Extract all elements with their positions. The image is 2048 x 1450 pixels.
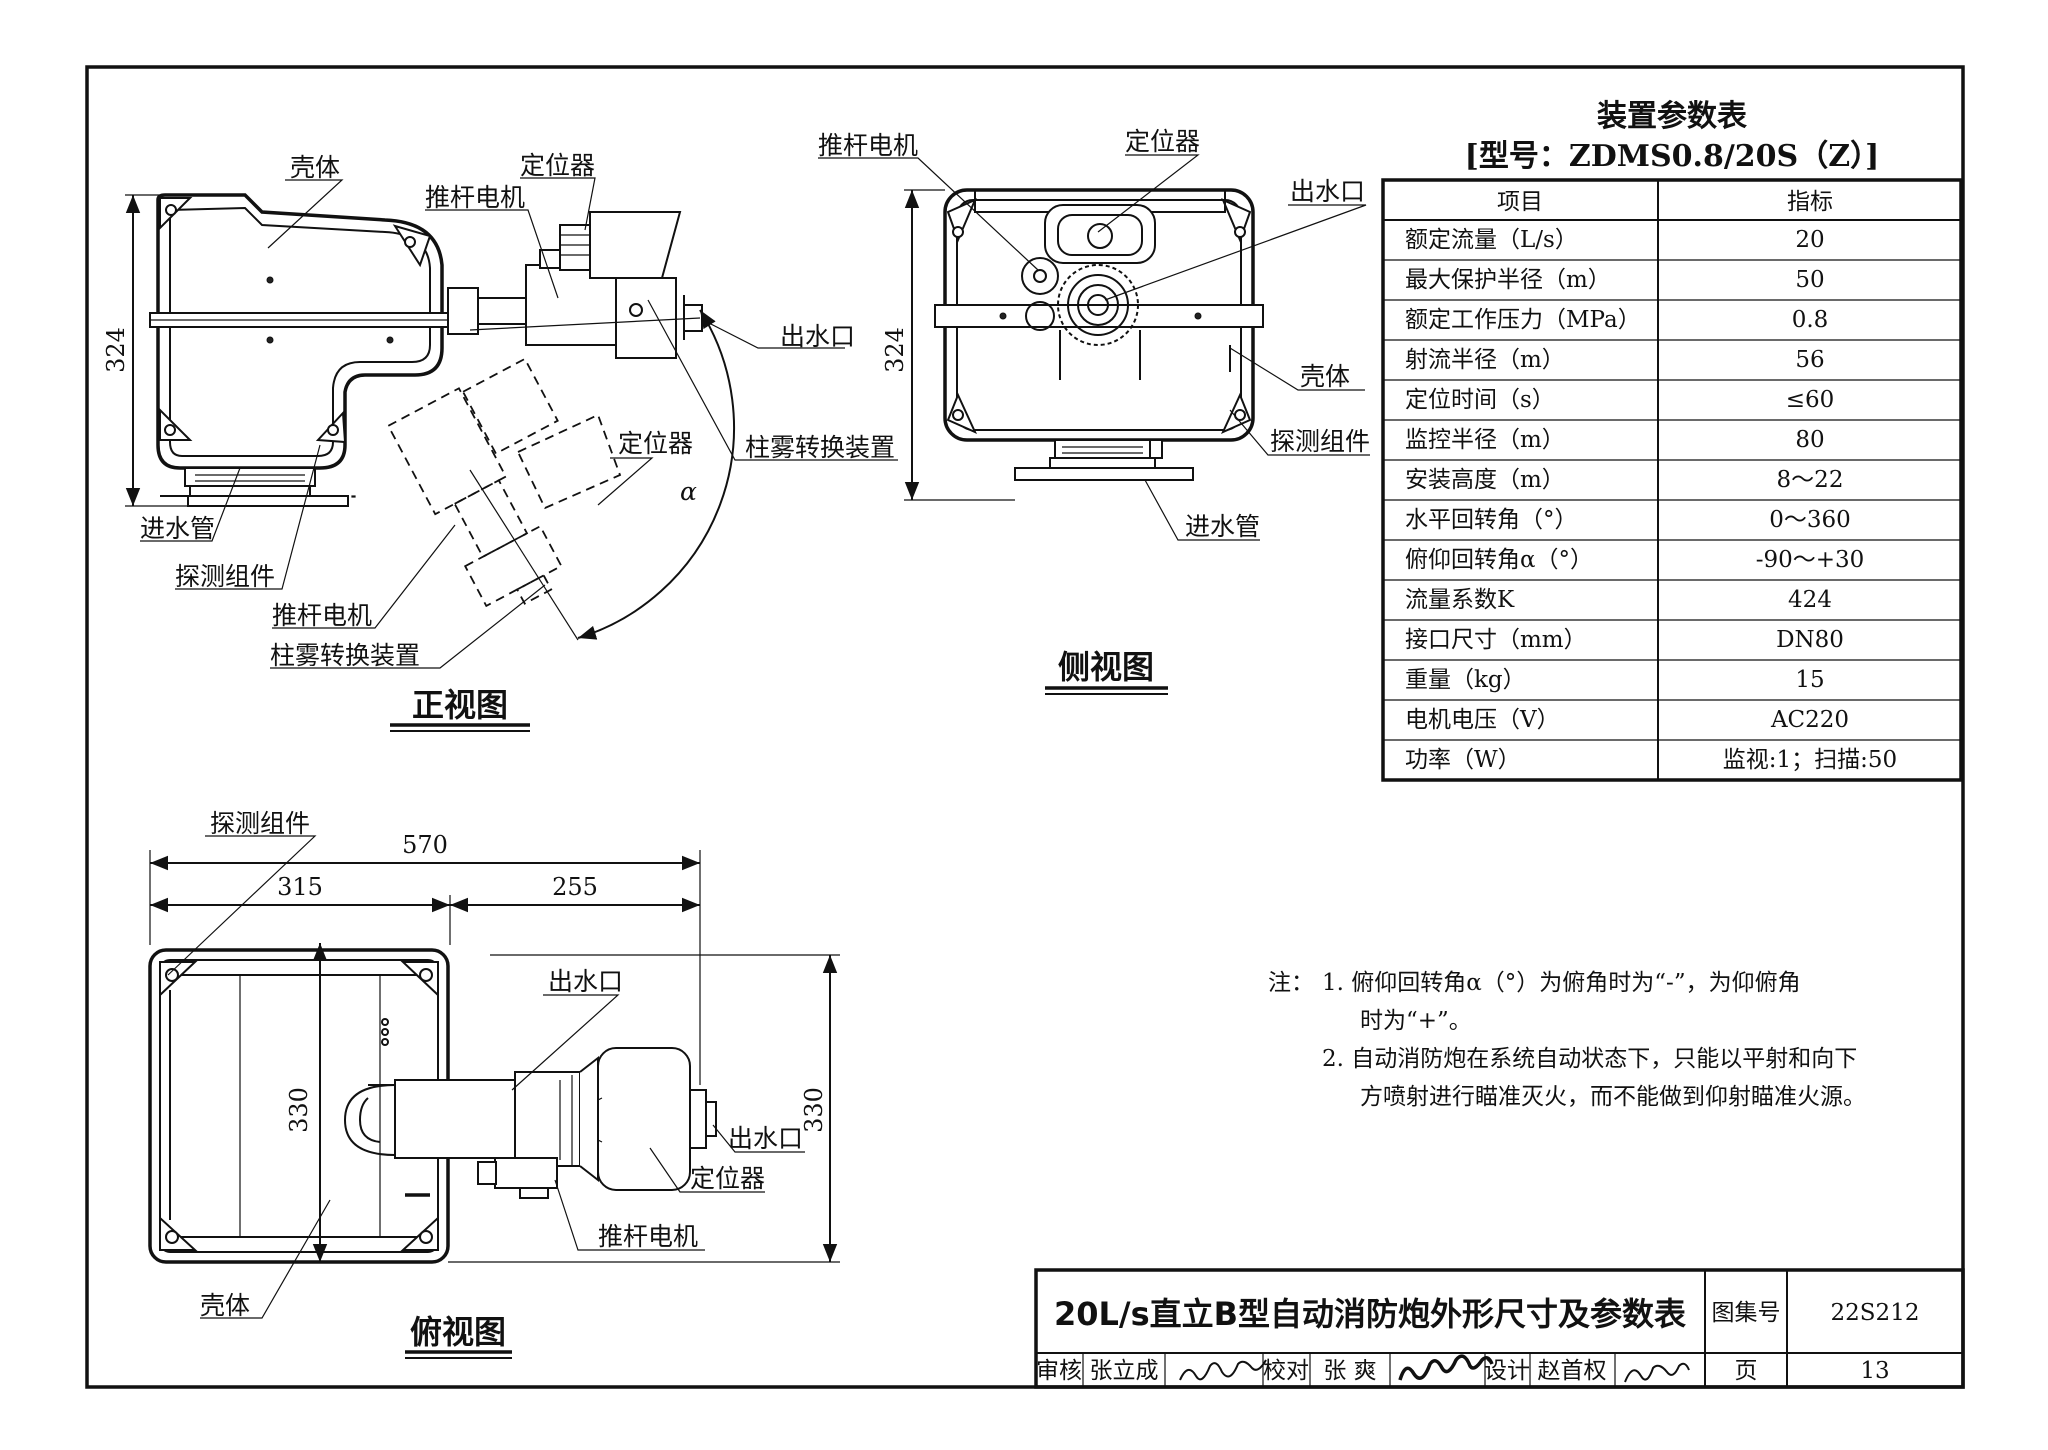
title-block-check-label: 校对 [1263, 1358, 1309, 1384]
top-dim-right: 255 [552, 873, 598, 901]
front-label-column-spray-bottom: 柱雾转换装置 [270, 641, 420, 670]
top-dim-total: 570 [402, 831, 448, 859]
param-row-item: 电机电压（V） [1405, 707, 1560, 733]
front-label-alpha: α [680, 477, 697, 506]
param-table-title: 装置参数表 [1597, 99, 1747, 134]
param-row-item: 定位时间（s） [1405, 387, 1555, 413]
param-row-value: 80 [1795, 427, 1824, 453]
title-block-page-label: 页 [1735, 1358, 1758, 1384]
side-label-positioner: 定位器 [1125, 127, 1200, 156]
title-block-atlas-no: 22S212 [1831, 1300, 1920, 1326]
param-row-item: 功率（W） [1405, 747, 1521, 773]
note-2-line-2: 方喷射进行瞄准灭火，而不能做到仰射瞄准火源。 [1360, 1084, 1866, 1110]
top-view-title: 俯视图 [410, 1313, 506, 1351]
front-label-column-spray-top: 柱雾转换装置 [745, 433, 895, 462]
front-dim-height: 324 [102, 327, 130, 373]
param-row-value: DN80 [1776, 627, 1844, 653]
param-row-value: 56 [1795, 347, 1824, 373]
sheet-frame [85, 65, 1965, 1389]
param-row-value: 20 [1795, 227, 1824, 253]
param-row-value: 50 [1795, 267, 1824, 293]
front-label-positioner-dashed: 定位器 [618, 429, 693, 458]
title-block-checker: 张 爽 [1323, 1358, 1376, 1384]
param-row-value: 15 [1795, 667, 1824, 693]
title-block-reviewer: 张立成 [1090, 1358, 1159, 1384]
top-label-detector: 探测组件 [210, 809, 310, 838]
top-view [148, 835, 840, 1359]
top-dim-depth-left: 330 [285, 1087, 313, 1133]
front-alpha-arc [577, 309, 736, 640]
top-label-outlet-upper: 出水口 [548, 967, 623, 996]
front-view-title: 正视图 [412, 686, 508, 724]
param-table-model: [型号：ZDMS0.8/20S（Z）] [1465, 139, 1880, 174]
title-block-design-label: 设计 [1484, 1358, 1530, 1384]
param-row-item: 俯仰回转角α（°） [1405, 547, 1593, 573]
title-block-atlas-label: 图集号 [1712, 1300, 1781, 1326]
param-row-value: 424 [1788, 587, 1832, 613]
param-row-item: 接口尺寸（mm） [1405, 627, 1587, 653]
title-block-designer: 赵首权 [1538, 1358, 1607, 1384]
front-shell-outline [156, 193, 444, 470]
param-row-value: 0～360 [1769, 507, 1851, 533]
param-table-header-item: 项目 [1497, 189, 1543, 215]
signature-reviewer [1179, 1359, 1267, 1381]
param-row-value: 监视:1；扫描:50 [1723, 747, 1897, 773]
side-label-push-motor: 推杆电机 [818, 131, 918, 160]
param-row-item: 额定流量（L/s） [1405, 227, 1578, 253]
note-2-line-1: 2. 自动消防炮在系统自动状态下，只能以平射和向下 [1322, 1046, 1857, 1072]
front-label-detector: 探测组件 [175, 562, 275, 591]
param-row-item: 最大保护半径（m） [1405, 267, 1611, 293]
note-1-line-2: 时为“+”。 [1360, 1008, 1472, 1034]
top-label-positioner: 定位器 [690, 1164, 765, 1193]
param-row-value: 0.8 [1792, 307, 1829, 333]
title-block-title: 20L/s直立B型自动消防炮外形尺寸及参数表 [1054, 1295, 1686, 1333]
param-row-item: 重量（kg） [1405, 667, 1526, 693]
param-row-item: 流量系数K [1405, 587, 1515, 613]
param-row-item: 射流半径（m） [1405, 347, 1565, 373]
param-table [1381, 178, 1963, 782]
front-label-outlet: 出水口 [780, 322, 855, 351]
side-label-outlet: 出水口 [1290, 177, 1365, 206]
front-view [125, 177, 898, 732]
param-row-item: 监控半径（m） [1405, 427, 1565, 453]
note-1-line-1: 1. 俯仰回转角α（°）为俯角时为“-”，为仰俯角 [1322, 970, 1801, 996]
param-row-item: 安装高度（m） [1405, 467, 1565, 493]
param-row-value: ≤60 [1786, 387, 1835, 413]
top-dim-depth-right: 330 [800, 1087, 828, 1133]
param-row-value: 8～22 [1777, 467, 1844, 493]
side-label-inlet-pipe: 进水管 [1185, 512, 1260, 541]
param-row-item: 额定工作压力（MPa） [1405, 307, 1641, 333]
top-label-shell: 壳体 [200, 1291, 250, 1320]
side-dim-height: 324 [881, 327, 909, 373]
front-label-push-motor-bottom: 推杆电机 [272, 601, 372, 630]
side-label-shell: 壳体 [1300, 362, 1350, 391]
title-block [1034, 1268, 1965, 1389]
top-label-push-motor: 推杆电机 [598, 1222, 698, 1251]
front-label-shell: 壳体 [290, 153, 340, 182]
side-view [818, 154, 1370, 695]
side-label-detector: 探测组件 [1270, 427, 1370, 456]
param-row-item: 水平回转角（°） [1405, 507, 1578, 533]
front-label-push-motor: 推杆电机 [425, 183, 525, 212]
top-dim-left: 315 [277, 873, 323, 901]
param-table-header-value: 指标 [1787, 189, 1833, 215]
front-label-inlet-pipe: 进水管 [140, 514, 215, 543]
signature-designer [1624, 1362, 1690, 1383]
title-block-review-label: 审核 [1036, 1358, 1082, 1384]
param-row-value: AC220 [1770, 707, 1849, 733]
notes-prefix: 注： [1268, 970, 1314, 996]
side-view-title: 侧视图 [1058, 648, 1154, 686]
title-block-page-no: 13 [1860, 1358, 1889, 1384]
signature-checker [1398, 1354, 1494, 1381]
top-label-outlet-right: 出水口 [728, 1124, 803, 1153]
param-row-value: -90～+30 [1756, 547, 1865, 573]
front-label-positioner: 定位器 [520, 151, 595, 180]
